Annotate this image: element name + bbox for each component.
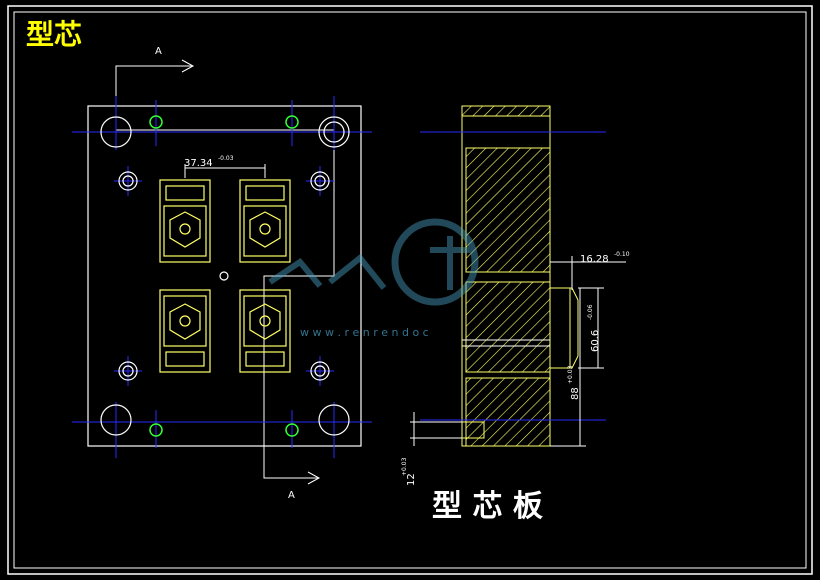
cavity-bottom-left bbox=[159, 289, 211, 373]
inner-frame bbox=[13, 11, 807, 569]
section-arrow-top bbox=[181, 59, 195, 73]
cavity-top-left bbox=[159, 179, 211, 263]
drawing-subtitle: 型 芯 板 bbox=[432, 489, 543, 524]
dim-88-value: 88 bbox=[570, 387, 581, 400]
dim-60-6-value: 60.6 bbox=[590, 330, 601, 352]
dim-16-28-value: 16.28 bbox=[580, 254, 609, 265]
center-lines bbox=[72, 96, 372, 458]
dim-37-34 bbox=[184, 164, 266, 178]
dim-37-34-value: 37.34 bbox=[184, 158, 213, 169]
dim-12-tol: +0.03 bbox=[401, 457, 408, 476]
cavity-top-right bbox=[239, 179, 291, 263]
section-path bbox=[115, 118, 335, 430]
drawing-title: 型芯 bbox=[26, 18, 82, 51]
outer-frame bbox=[7, 5, 813, 575]
section-arrow-bottom bbox=[307, 471, 321, 485]
watermark-logo bbox=[268, 218, 479, 306]
dim-12 bbox=[410, 412, 462, 446]
dim-88-tol: +0.03 bbox=[567, 365, 574, 384]
bolt-holes bbox=[118, 171, 330, 381]
section-label-bottom: A bbox=[288, 490, 295, 501]
dim-60-6 bbox=[578, 287, 604, 369]
dim-37-34-tol: -0.03 bbox=[218, 155, 234, 162]
dim-16-28-tol: -0.10 bbox=[614, 251, 630, 258]
dim-16-28 bbox=[550, 256, 626, 290]
dim-88 bbox=[550, 288, 586, 447]
section-line-top bbox=[115, 65, 192, 110]
dim-12-value: 12 bbox=[406, 473, 417, 486]
guide-holes bbox=[100, 116, 350, 436]
core-plate-outline bbox=[87, 105, 362, 447]
dowel-pins bbox=[149, 115, 299, 437]
dim-60-6-tol: -0.06 bbox=[587, 304, 594, 320]
watermark-text: w w w . r e n r e n d o c bbox=[300, 326, 429, 339]
side-view bbox=[461, 105, 579, 447]
section-line-bottom bbox=[263, 430, 318, 479]
section-label-top: A bbox=[155, 46, 162, 57]
cavity-bottom-right bbox=[239, 289, 291, 373]
side-center-lines bbox=[420, 131, 606, 421]
